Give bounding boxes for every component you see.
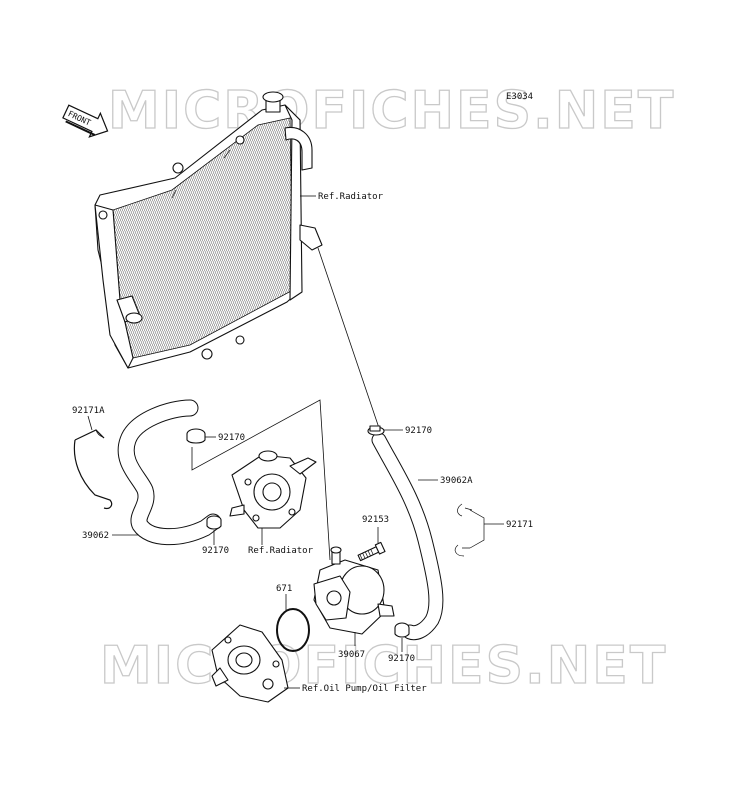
bracket-92171 [454, 503, 485, 557]
diagram-code: E3034 [506, 92, 533, 102]
clamp-92170-pump [206, 515, 222, 530]
label-bracket-left: 92171A [72, 406, 105, 416]
clamp-92170-lower [394, 622, 410, 638]
label-bolt: 92153 [362, 515, 389, 525]
watermark-top: MICROFICHES.NET [108, 81, 675, 141]
leader-reference-frame [191, 399, 331, 561]
clamp-92170-upper-right [367, 425, 385, 436]
front-arrow-icon: FRONT [62, 104, 109, 138]
water-pump [229, 450, 317, 529]
clamp-92170-upper-left [186, 428, 206, 444]
bolt-92153 [357, 541, 386, 562]
oring-671 [276, 608, 310, 652]
watermark-bottom: MICROFICHES.NET [100, 636, 667, 696]
label-bracket-right: 92171 [506, 520, 533, 530]
radiator [94, 91, 323, 369]
label-hose-left: 39062 [82, 531, 109, 541]
label-clamp-lower: 92170 [388, 654, 415, 664]
label-ref-oil-pump: Ref.Oil Pump/Oil Filter [302, 684, 427, 694]
label-oring: 671 [276, 584, 292, 594]
leader-radiator-hose [317, 247, 380, 429]
oil-filter-housing [211, 624, 289, 703]
bracket-92171a [73, 429, 113, 510]
label-ref-radiator-pump: Ref.Radiator [248, 546, 314, 556]
label-clamp-upper-right: 92170 [405, 426, 432, 436]
label-oil-cooler: 39067 [338, 650, 365, 660]
label-clamp-upper-left: 92170 [218, 433, 245, 443]
oil-cooler-39067 [313, 546, 395, 635]
leader-bracket-left [87, 415, 93, 431]
label-clamp-pump: 92170 [202, 546, 229, 556]
label-hose-right: 39062A [440, 476, 473, 486]
label-ref-radiator-top: Ref.Radiator [318, 192, 384, 202]
